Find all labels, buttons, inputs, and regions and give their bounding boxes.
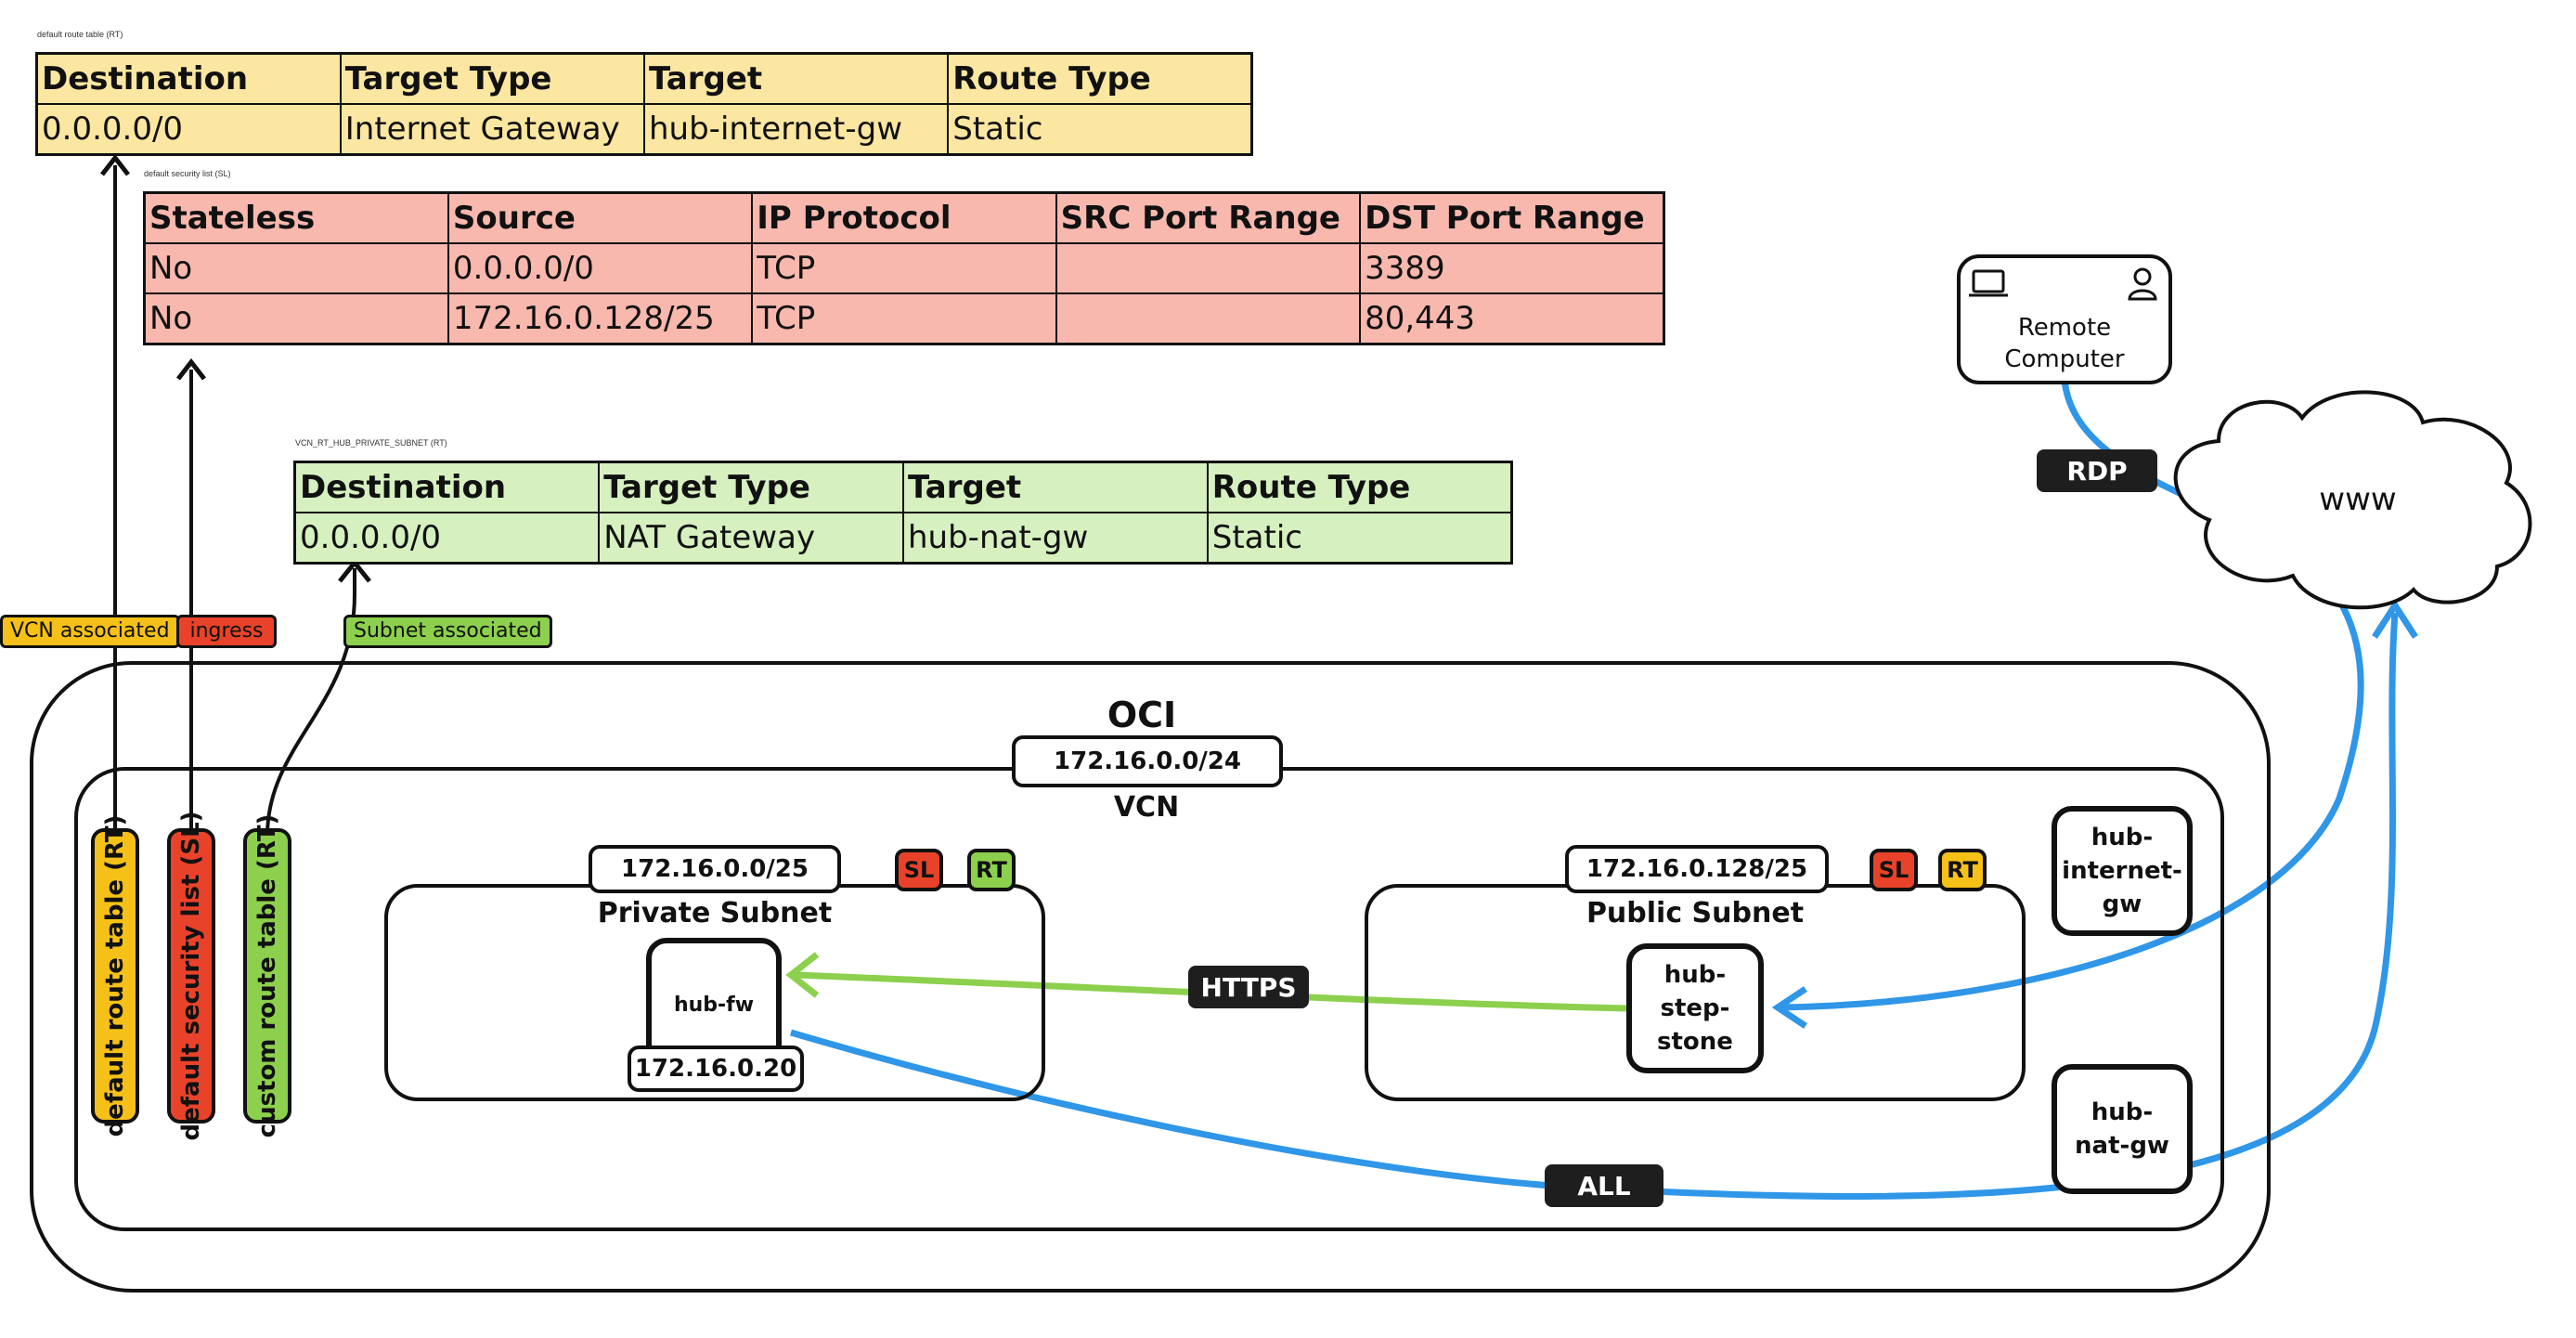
table-header-cell: Target bbox=[902, 461, 1209, 513]
table-cell: 3389 bbox=[1359, 242, 1665, 294]
table-header-cell: Source bbox=[447, 191, 754, 244]
default-security-list-vertical-label: default security list (SL) bbox=[167, 811, 215, 1141]
table-cell: hub-internet-gw bbox=[642, 103, 950, 156]
table-header-cell: Route Type bbox=[947, 52, 1253, 105]
www-cloud-shape bbox=[2173, 390, 2532, 610]
default-security-list-caption: default security list (SL) bbox=[144, 169, 231, 178]
laptop-icon bbox=[1969, 269, 2008, 297]
public-subnet-cidr-pill: 172.16.0.128/25 bbox=[1565, 845, 1829, 893]
public-subnet-sl-badge: SL bbox=[1870, 849, 1918, 891]
table-row: No 0.0.0.0/0 TCP 3389 bbox=[143, 242, 1665, 294]
table-cell: 80,443 bbox=[1359, 292, 1665, 345]
private-subnet-cidr-pill: 172.16.0.0/25 bbox=[589, 845, 841, 893]
vcn-cidr-pill: 172.16.0.0/24 bbox=[1012, 735, 1283, 787]
remote-computer-node: Remote Computer bbox=[1957, 254, 2172, 384]
table-cell: 0.0.0.0/0 bbox=[35, 103, 342, 156]
hub-nat-gw-node: hub-nat-gw bbox=[2052, 1064, 2193, 1194]
hub-internet-gw-node: hub-internet-gw bbox=[2052, 806, 2193, 936]
default-route-table: Destination Target Type Target Route Typ… bbox=[35, 52, 1253, 156]
https-flow-tag: HTTPS bbox=[1188, 966, 1309, 1008]
table-cell: 172.16.0.128/25 bbox=[447, 292, 754, 345]
table-cell: TCP bbox=[751, 242, 1057, 294]
custom-route-table-vertical-label: custom route table (RT) bbox=[243, 814, 291, 1137]
default-security-list-table: Stateless Source IP Protocol SRC Port Ra… bbox=[143, 191, 1665, 345]
private-subnet-rt-badge: RT bbox=[967, 849, 1016, 891]
custom-route-table-vertical-text: custom route table (RT) bbox=[253, 813, 281, 1138]
table-cell: 0.0.0.0/0 bbox=[447, 242, 754, 294]
table-cell: TCP bbox=[751, 292, 1057, 345]
table-header-cell: Target Type bbox=[339, 52, 646, 105]
table-cell: Static bbox=[947, 103, 1253, 156]
hub-step-stone-node: hub-step-stone bbox=[1626, 943, 1764, 1073]
private-route-table: Destination Target Type Target Route Typ… bbox=[293, 461, 1513, 565]
table-row: 0.0.0.0/0 Internet Gateway hub-internet-… bbox=[35, 103, 1253, 156]
www-label: www bbox=[2319, 481, 2397, 518]
table-header-row: Stateless Source IP Protocol SRC Port Ra… bbox=[143, 191, 1665, 244]
user-icon bbox=[2128, 267, 2157, 301]
all-flow-arrowhead bbox=[2372, 599, 2418, 639]
table-header-cell: Stateless bbox=[143, 191, 449, 244]
table-header-row: Destination Target Type Target Route Typ… bbox=[293, 461, 1513, 513]
table-header-cell: Route Type bbox=[1206, 461, 1513, 513]
table-header-cell: Destination bbox=[293, 461, 601, 513]
table-header-cell: Target Type bbox=[598, 461, 904, 513]
table-header-cell: Target bbox=[642, 52, 950, 105]
default-route-table-vertical-text: default route table (RT) bbox=[101, 814, 129, 1137]
table-cell: hub-nat-gw bbox=[902, 512, 1209, 565]
private-route-table-caption: VCN_RT_HUB_PRIVATE_SUBNET (RT) bbox=[295, 438, 447, 448]
table-cell: 0.0.0.0/0 bbox=[293, 512, 601, 565]
rdp-flow-arrowhead bbox=[1771, 986, 1807, 1029]
private-subnet-sl-badge: SL bbox=[895, 849, 943, 891]
table-header-cell: SRC Port Range bbox=[1055, 191, 1362, 244]
remote-computer-label: Remote Computer bbox=[2004, 314, 2125, 373]
table-header-cell: IP Protocol bbox=[751, 191, 1057, 244]
subnet-associated-label: Subnet associated bbox=[343, 615, 552, 648]
table-cell: Internet Gateway bbox=[339, 103, 646, 156]
https-flow-arrowhead bbox=[785, 952, 820, 998]
public-subnet-title: Public Subnet bbox=[1586, 897, 1805, 929]
table-header-cell: DST Port Range bbox=[1359, 191, 1665, 244]
all-flow-tag: ALL bbox=[1545, 1164, 1663, 1207]
all-flow-line bbox=[790, 612, 2399, 1200]
table-cell bbox=[1055, 242, 1362, 294]
ingress-arrow bbox=[176, 357, 206, 836]
hub-fw-ip-pill: 172.16.0.20 bbox=[628, 1046, 804, 1092]
default-route-table-vertical-label: default route table (RT) bbox=[91, 815, 139, 1137]
oci-title: OCI bbox=[1107, 695, 1177, 735]
table-cell: No bbox=[143, 242, 449, 294]
table-cell: NAT Gateway bbox=[598, 512, 904, 565]
ingress-label: ingress bbox=[176, 615, 277, 648]
table-header-row: Destination Target Type Target Route Typ… bbox=[35, 52, 1253, 105]
private-subnet-title: Private Subnet bbox=[597, 897, 833, 929]
vcn-associated-label: VCN associated bbox=[0, 615, 180, 648]
oci-container bbox=[30, 661, 2271, 1293]
default-security-list-vertical-text: default security list (SL) bbox=[177, 811, 205, 1141]
table-cell: Static bbox=[1206, 512, 1513, 565]
table-row: No 172.16.0.128/25 TCP 80,443 bbox=[143, 292, 1665, 345]
default-route-table-caption: default route table (RT) bbox=[37, 30, 123, 39]
table-row: 0.0.0.0/0 NAT Gateway hub-nat-gw Static bbox=[293, 512, 1513, 565]
table-cell bbox=[1055, 292, 1362, 345]
vcn-title: VCN bbox=[1113, 791, 1180, 824]
public-subnet-rt-badge: RT bbox=[1938, 849, 1987, 891]
table-header-cell: Destination bbox=[35, 52, 342, 105]
rdp-flow-tag: RDP bbox=[2037, 449, 2157, 492]
table-cell: No bbox=[143, 292, 449, 345]
